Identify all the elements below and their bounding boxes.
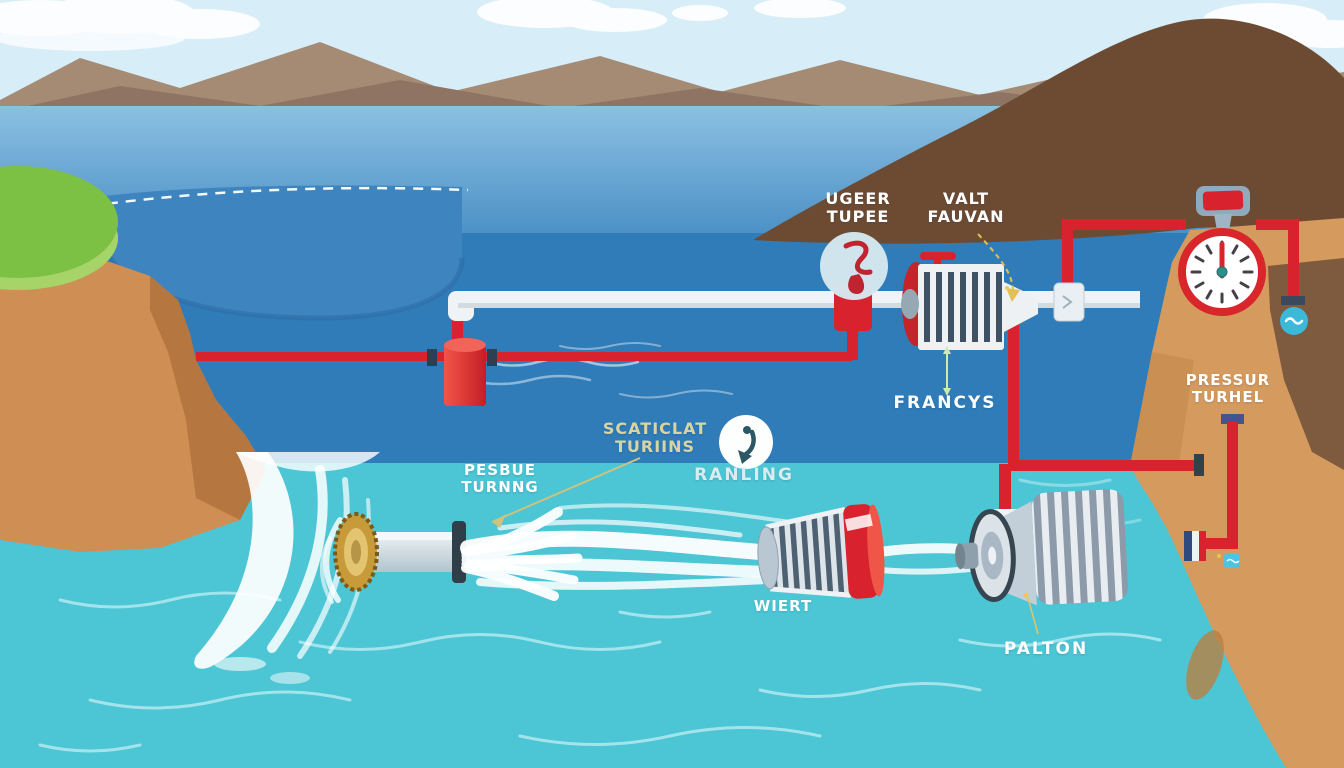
- label-upper-pipe-line1: UGEER: [825, 189, 891, 208]
- down-arrow-circle-icon: [719, 415, 773, 469]
- left-cliff: [0, 166, 266, 552]
- label-pesbue-line1: PESBUE: [464, 461, 536, 479]
- label-palton: PALTON: [1003, 639, 1089, 659]
- red-pipe-network: [196, 219, 1305, 568]
- label-scaticlat-line1: SCATICLAT: [602, 419, 708, 438]
- label-ranling: RANLING: [694, 465, 794, 485]
- red-squiggle-icon: [820, 232, 888, 300]
- annotation-arrows: [491, 233, 1039, 635]
- outlet-flange: [1184, 531, 1206, 561]
- wave-circle-icon: [1280, 307, 1308, 335]
- surge-cylinder: [444, 338, 486, 406]
- label-pesbue-line2: TURNNG: [461, 478, 539, 497]
- label-scaticlat: SCATICLAT TURIINS: [602, 419, 708, 457]
- label-pressure-tunnel-line2: TURHEL: [1191, 388, 1265, 407]
- waterline-dashed-line: [89, 186, 469, 208]
- label-scaticlat-line2: TURIINS: [614, 437, 696, 457]
- kaplan-turbine: [757, 504, 885, 599]
- label-upper-pipe-line2: TUPEE: [826, 207, 890, 227]
- label-valve: VALT FAUVAN: [927, 189, 1005, 227]
- wave-square-icon: [1217, 554, 1240, 568]
- label-pesbue: PESBUE TURNNG: [461, 461, 539, 497]
- right-hill: [753, 18, 1344, 244]
- pelton-turbine: [955, 489, 1129, 606]
- label-pressure-tunnel-line1: PRESSUR: [1185, 371, 1271, 389]
- label-wiert: WIERT: [753, 597, 813, 615]
- label-pressure-tunnel: PRESSUR TURHEL: [1185, 371, 1271, 407]
- label-francis: FRANCYS: [893, 393, 997, 413]
- grass-plateau: [0, 166, 118, 278]
- label-upper-pipe: UGEER TUPEE: [825, 189, 891, 227]
- junction-box: [1053, 282, 1085, 322]
- pressure-gauge-icon: [1178, 186, 1266, 316]
- label-valve-line2: FAUVAN: [927, 207, 1005, 227]
- francis-turbine: [901, 252, 1038, 350]
- label-valve-line1: VALT: [942, 189, 990, 208]
